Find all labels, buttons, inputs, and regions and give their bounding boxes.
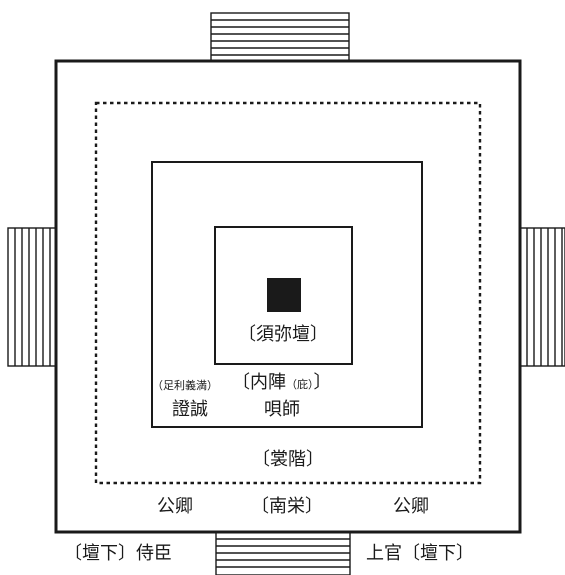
altar-label: 〔須弥壇〕 [238,324,328,345]
north-stairs-icon [210,12,350,62]
noble-left-label: 公卿 [157,496,193,517]
east-stairs-icon [519,227,565,367]
outer-hall-wall [54,59,522,534]
inner-sanctum-label: 〔内陣 [232,372,286,393]
inner-sanctum-wall [151,161,423,428]
veranda-dotted-boundary [94,101,482,485]
inner-sanctum-close: 〕 [313,372,332,393]
below-altar-right-label: 上官〔壇下〕 [366,543,474,564]
west-stairs-icon [7,227,57,367]
altar-block-icon [267,278,301,312]
chanting-master-label: 唄師 [264,399,300,420]
below-altar-left-label: 〔壇下〕侍臣 [64,543,172,564]
upper-floor-label: 〔裳階〕 [252,449,324,470]
south-stairs-icon [215,531,351,575]
inner-sanctum-label-group: 〔内陣（庇）〕 [232,374,332,392]
shomyo-label: 證誠 [172,399,208,420]
noble-right-label: 公卿 [393,496,429,517]
south-platform-label: 〔南栄〕 [251,496,323,517]
altar-platform [214,226,353,365]
inner-sanctum-note: （庇） [286,378,314,391]
shogun-note-label: （足利義満） [152,379,218,392]
